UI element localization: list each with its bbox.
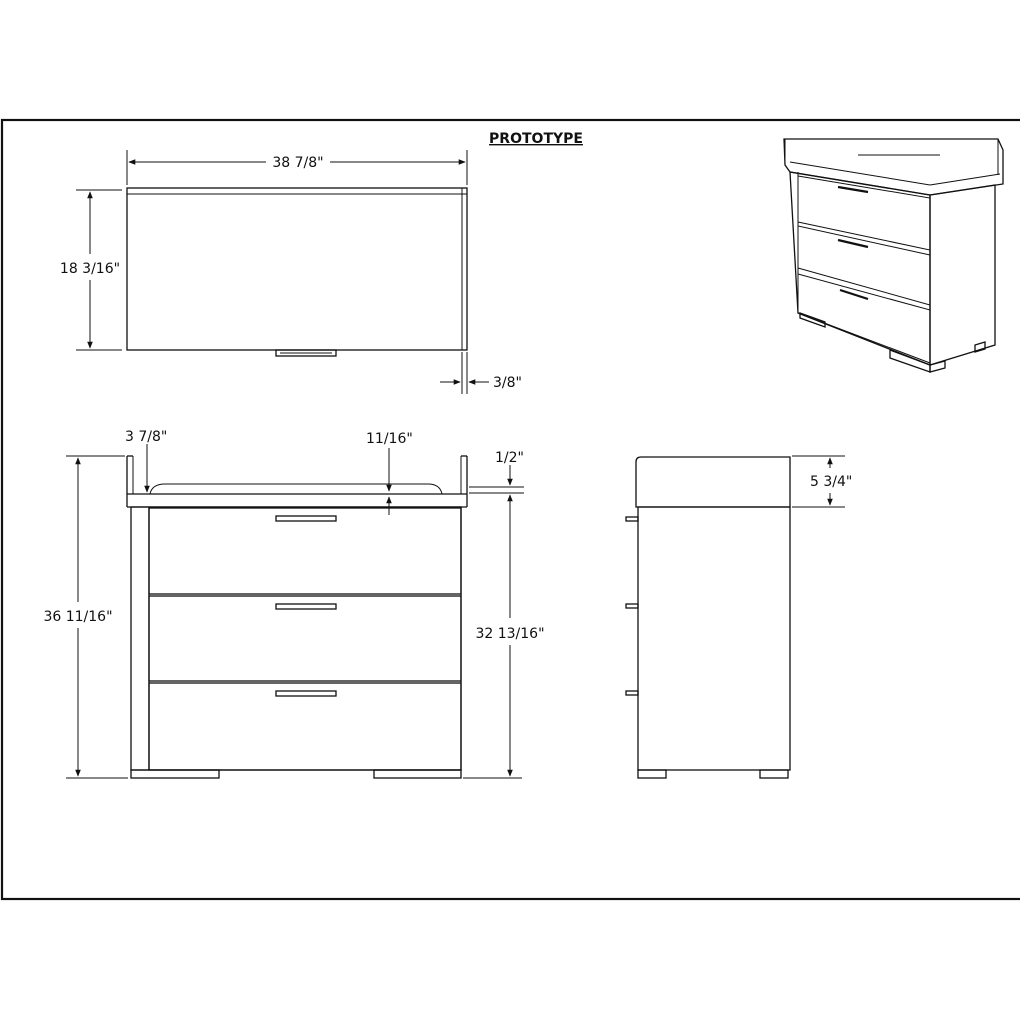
dim-side-rail-height: 5 3/4" (810, 474, 852, 490)
front-handle-1 (275, 515, 337, 522)
drawing-frame (0, 118, 1020, 901)
side-foot (637, 769, 667, 779)
dim-handle-offset: 3/8" (493, 375, 522, 391)
front-handle-2 (275, 603, 337, 610)
side-drawer-pull (625, 690, 639, 696)
dim-top-depth: 18 3/16" (60, 261, 120, 277)
isometric-view (783, 138, 1004, 373)
front-foot-left (130, 769, 220, 779)
side-drawer-pull (625, 516, 639, 522)
front-handle-3 (275, 690, 337, 697)
iso-handle-2 (837, 238, 869, 249)
front-drawer-3 (148, 682, 462, 771)
iso-foot (974, 341, 986, 353)
side-foot (759, 769, 789, 779)
front-view: 36 11/16" 3 7/8" 11/16" 1/2" 32 13/16" (43, 429, 545, 779)
dim-body-height: 32 13/16" (475, 626, 544, 642)
side-drawer-pull (625, 603, 639, 609)
dim-top-thickness: 1/2" (495, 450, 524, 466)
iso-tray-inner (789, 161, 931, 186)
iso-drawer-3 (797, 267, 931, 364)
top-view-handle (275, 349, 337, 357)
side-rail (635, 456, 791, 508)
front-carcass (130, 506, 462, 771)
top-view-outline (126, 187, 468, 351)
iso-handle-1 (837, 185, 869, 194)
iso-foot (929, 360, 946, 373)
title: PROTOTYPE (489, 131, 583, 147)
dim-overall-height: 36 11/16" (43, 609, 112, 625)
dim-tray-offset: 11/16" (366, 431, 413, 447)
side-body (637, 506, 791, 771)
iso-foot (799, 312, 826, 328)
dim-top-width: 38 7/8" (272, 155, 323, 171)
iso-tray-top (783, 138, 1004, 196)
iso-handle-3 (839, 288, 869, 301)
iso-body-side (929, 184, 996, 366)
front-tray-recess (149, 483, 443, 495)
front-drawer-1 (148, 507, 462, 595)
iso-drawer-1 (797, 175, 931, 256)
side-view: 5 3/4" (625, 455, 852, 779)
front-drawer-2 (148, 595, 462, 682)
dim-rail-height: 3 7/8" (125, 429, 167, 445)
front-foot-right (373, 769, 462, 779)
top-view: 38 7/8" 18 3/16" 3/8" (60, 150, 522, 394)
iso-tray-inner (929, 173, 1001, 186)
